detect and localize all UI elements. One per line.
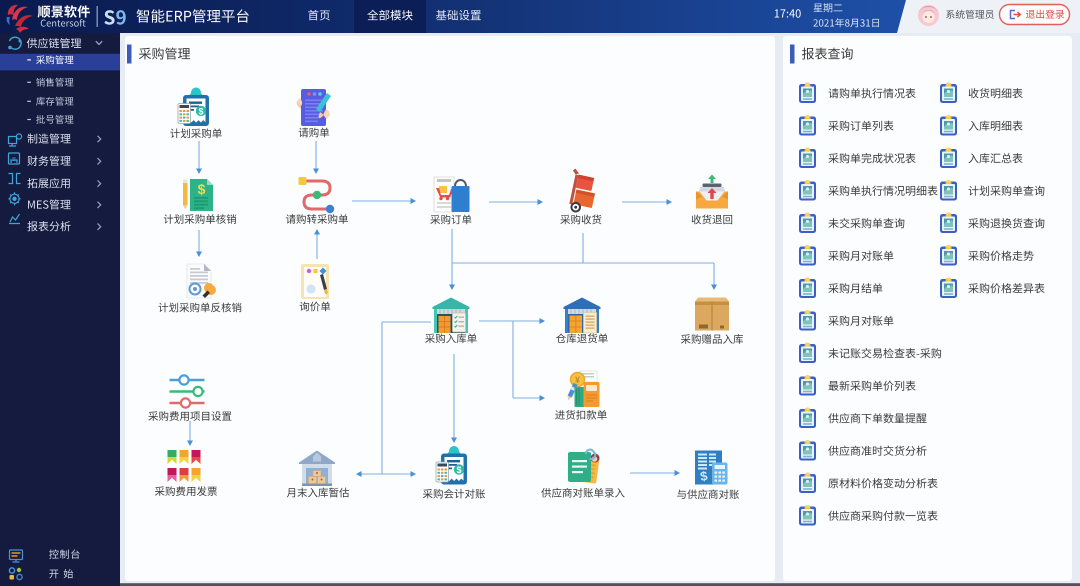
svg-text:$: $ — [456, 465, 461, 475]
svg-text:$: $ — [699, 468, 709, 484]
svg-text:$: $ — [198, 181, 206, 197]
svg-text:$: $ — [198, 107, 203, 117]
svg-text:¥: ¥ — [575, 375, 580, 385]
